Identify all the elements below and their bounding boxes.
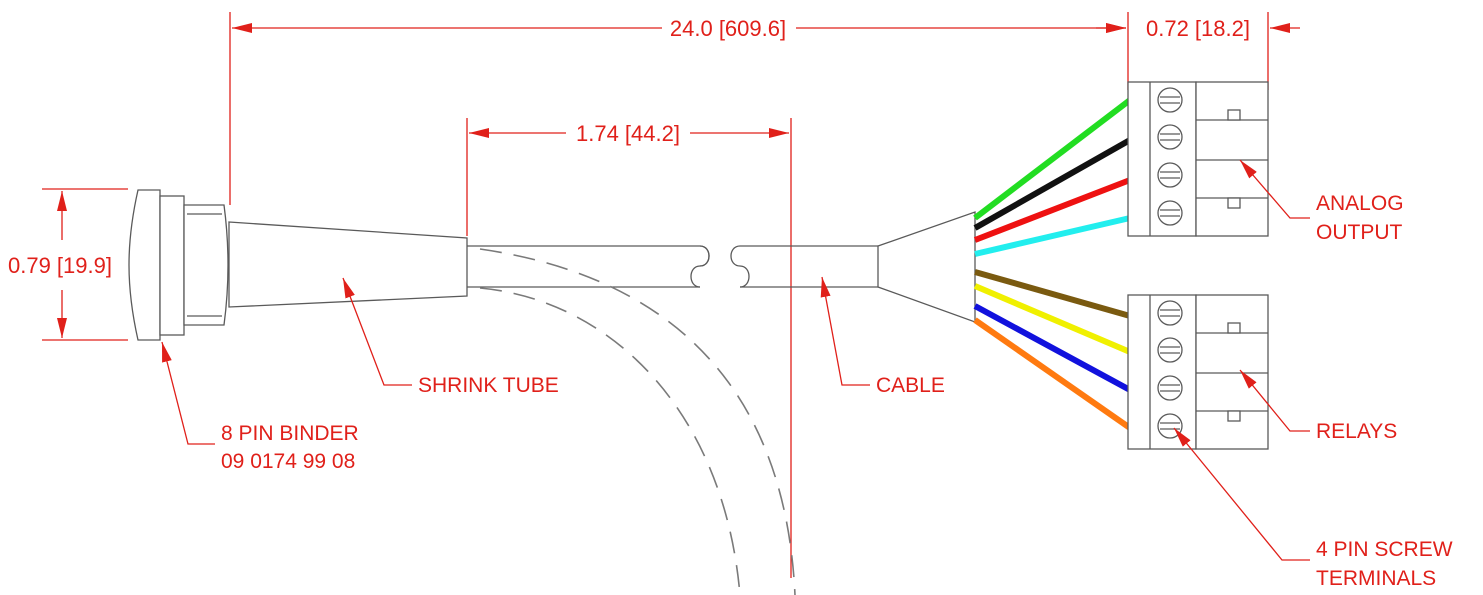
leader-line [820, 276, 870, 386]
orange-wire [973, 317, 1132, 431]
leader-line [161, 341, 215, 445]
screw-terminal [1157, 375, 1183, 401]
connector-front-flange [128, 189, 161, 341]
terminal-plug-body [1195, 81, 1269, 237]
binder-connector [128, 189, 229, 341]
analog-output-callout: ANALOG OUTPUT [1239, 159, 1404, 244]
cable-right-segment [730, 245, 878, 288]
cable-label: CABLE [876, 374, 945, 397]
shrink-tube-callout: SHRINK TUBE [342, 277, 559, 397]
brown-wire [974, 269, 1131, 319]
overall-length-dimension: 24.0 [609.6] [229, 12, 1269, 205]
screw-terminal [1157, 124, 1183, 150]
connector-label-line2: 09 0174 99 08 [221, 450, 355, 473]
wire-bundle [973, 97, 1132, 431]
screw-terminal [1157, 162, 1183, 188]
connector-callout: 8 PIN BINDER 09 0174 99 08 [161, 341, 359, 473]
screw-terminal [1157, 87, 1183, 113]
terminal-width-label: 0.72 [18.2] [1146, 16, 1250, 41]
cyan-wire [974, 215, 1131, 257]
screw-terminals-label-line1: 4 PIN SCREW [1316, 538, 1453, 561]
blue-wire [973, 303, 1132, 393]
leader-line [342, 277, 412, 386]
relays-label: RELAYS [1316, 420, 1397, 443]
analog-output-label-line2: OUTPUT [1316, 221, 1403, 244]
shrink-tube-length-label: 1.74 [44.2] [576, 121, 680, 146]
analog-output-terminal-block [1127, 81, 1269, 237]
leader-line [1239, 159, 1310, 219]
cable-break-symbol [730, 245, 750, 288]
red-wire [973, 177, 1132, 243]
cable-routing-path [479, 248, 796, 595]
relays-callout: RELAYS [1239, 369, 1397, 443]
breakout-shrink [877, 211, 976, 323]
connector-diameter-label: 0.79 [19.9] [8, 253, 112, 278]
leader-line [1239, 369, 1310, 432]
analog-output-label-line1: ANALOG [1316, 192, 1404, 215]
screw-terminals-label-line2: TERMINALS [1316, 567, 1436, 590]
screw-terminals-callout: 4 PIN SCREW TERMINALS [1173, 427, 1453, 590]
screw-terminal [1157, 200, 1183, 226]
connector-diameter-dimension: 0.79 [19.9] [8, 188, 128, 341]
overall-length-label: 24.0 [609.6] [670, 16, 786, 41]
leader-line [1173, 427, 1310, 561]
screw-terminal [1157, 300, 1183, 326]
cable-routing-path [479, 287, 741, 595]
relays-terminal-block [1127, 294, 1269, 450]
connector-label-line1: 8 PIN BINDER [221, 422, 359, 445]
terminal-width-dimension: 0.72 [18.2] [1096, 16, 1300, 41]
shrink-tube-label: SHRINK TUBE [418, 374, 559, 397]
connector-nut [183, 204, 229, 326]
yellow-wire [973, 283, 1132, 355]
cable-callout: CABLE [820, 276, 945, 397]
terminal-plug-body [1195, 294, 1269, 450]
green-wire [973, 97, 1132, 221]
connector-body [159, 195, 185, 336]
cable-left-segment [467, 245, 710, 288]
shrink-tube [228, 221, 468, 308]
black-wire [973, 137, 1132, 231]
screw-terminal [1157, 337, 1183, 363]
shrink-tube-dimension: 1.74 [44.2] [466, 118, 792, 578]
